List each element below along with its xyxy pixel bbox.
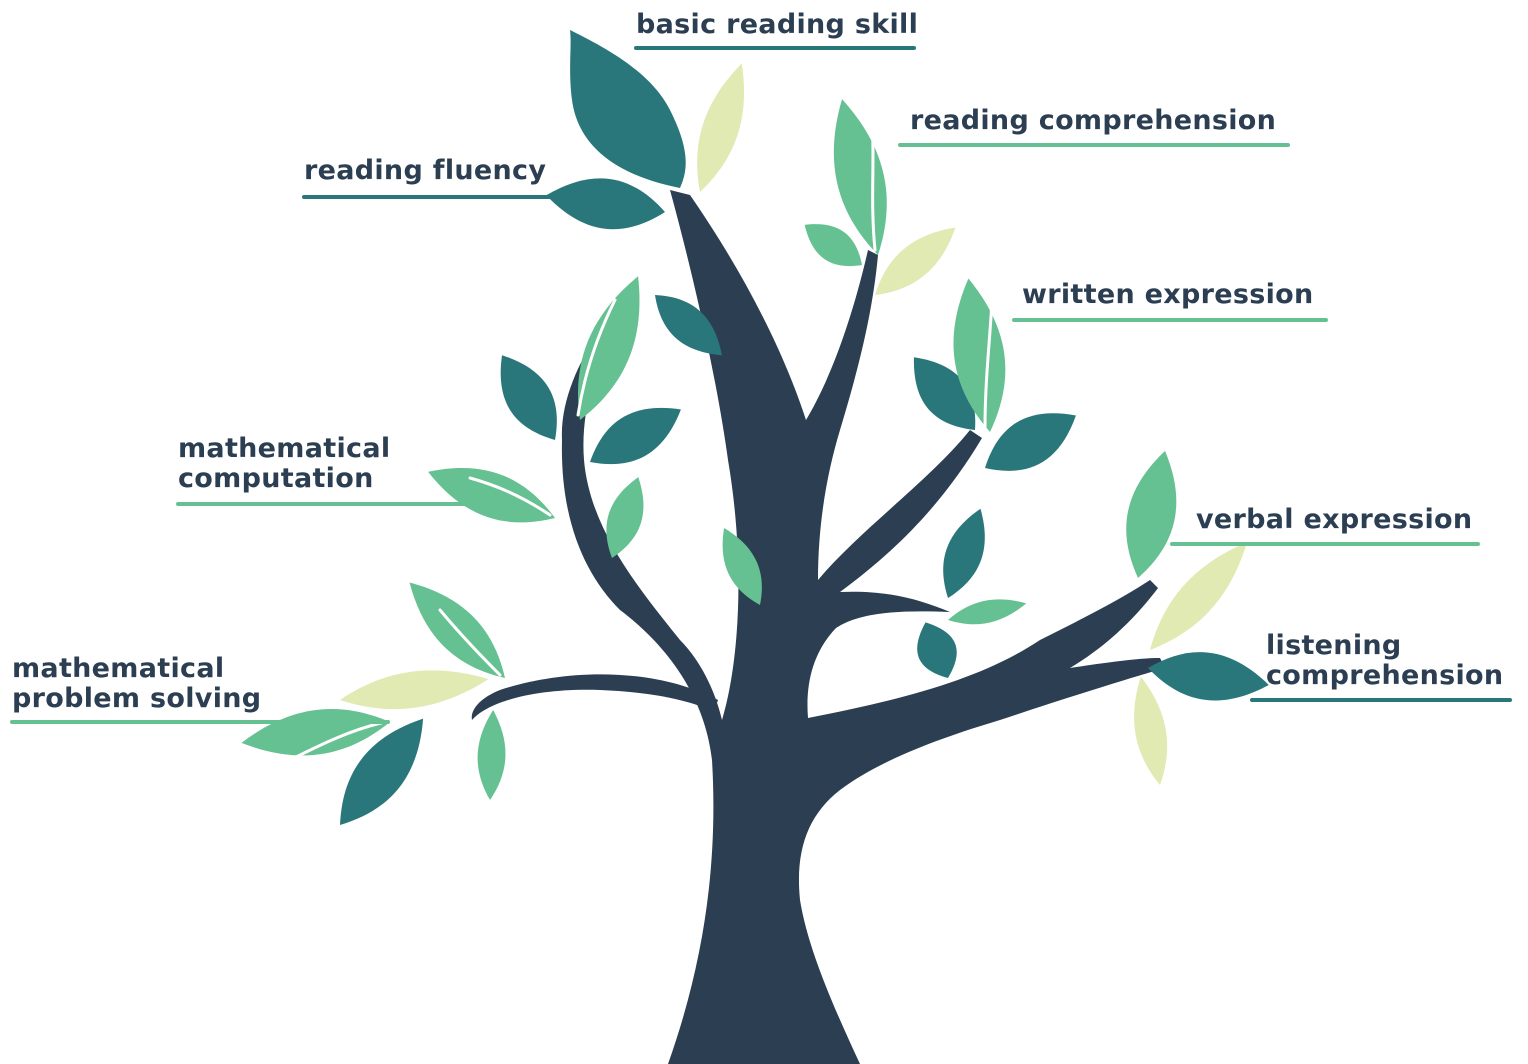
leaf-verbal (1114, 445, 1189, 583)
leaf-pale-listening (1125, 674, 1176, 788)
left-lower-branch (471, 674, 718, 720)
teal-leaves (321, 30, 1273, 840)
underline-basic-reading-skill (634, 46, 916, 50)
leaf-veins (288, 118, 994, 762)
label-reading-comprehension: reading comprehension (910, 105, 1277, 136)
label-verbal-expression: verbal expression (1196, 504, 1473, 535)
trunk (561, 190, 1165, 1064)
underline-verbal-expression (1170, 542, 1480, 546)
underline-reading-fluency (302, 195, 564, 199)
underline-mathematical-problem-solving (10, 720, 390, 724)
leaf-top-large (570, 30, 686, 188)
label-basic-reading-skill: basic reading skill (636, 9, 919, 40)
label-written-expression: written expression (1022, 279, 1314, 310)
leaf-right-lower-2 (907, 615, 967, 686)
leaf-right-lower-1 (931, 502, 998, 605)
leaf-left-mid-1 (483, 343, 574, 452)
underline-listening-comprehension (1250, 698, 1512, 702)
tree-trunk (471, 190, 1165, 1064)
label-mathematical-computation: mathematical computation (178, 433, 391, 494)
label-listening-comprehension: listening comprehension (1266, 630, 1504, 691)
underline-mathematical-computation (176, 502, 476, 506)
leaf-problem-small (476, 709, 508, 801)
leaf-pale-problem (337, 661, 492, 718)
label-mathematical-problem-solving: mathematical problem solving (12, 653, 262, 714)
underline-reading-comprehension (898, 143, 1290, 147)
underline-written-expression (1012, 318, 1328, 322)
leaf-pale-top (682, 58, 759, 198)
label-reading-fluency: reading fluency (304, 155, 547, 186)
leaf-computation (420, 450, 563, 539)
leaf-right-small (945, 592, 1029, 631)
leaf-fluency (542, 170, 669, 237)
